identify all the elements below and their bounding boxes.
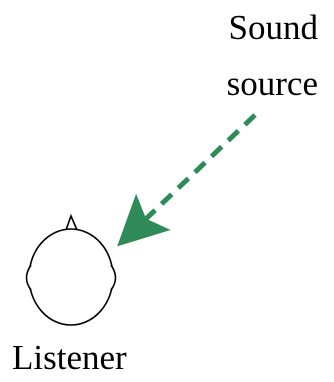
sound-direction-arrow xyxy=(117,113,257,247)
nose-icon xyxy=(65,213,78,231)
left-ear-icon xyxy=(25,264,32,291)
listener-label: Listener xyxy=(12,338,127,377)
sound-source-label-line2: source xyxy=(226,64,318,103)
listener-head-icon xyxy=(25,213,117,326)
head-icon xyxy=(28,228,114,326)
right-ear-icon xyxy=(110,264,117,291)
sound-source-label-line1: Sound xyxy=(228,8,318,47)
